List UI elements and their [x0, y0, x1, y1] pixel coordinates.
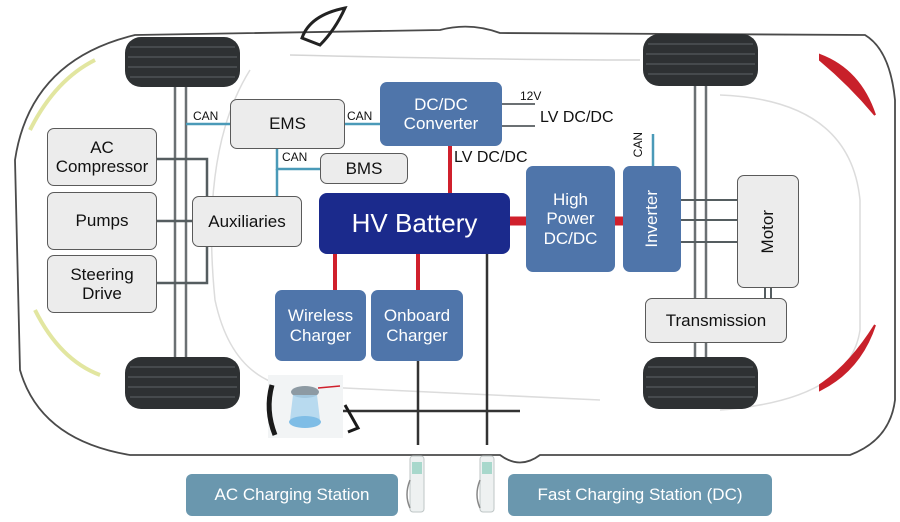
high-power-dcdc-box: High Power DC/DC: [526, 166, 615, 272]
dc-charging-station-box: Fast Charging Station (DC): [508, 474, 772, 516]
taillight-bottom-icon: [819, 324, 876, 392]
ac-charger-kiosk-icon: [406, 455, 425, 513]
headlight-front-icon: [28, 58, 96, 131]
ac-charging-station-label: AC Charging Station: [214, 485, 370, 505]
dcdc-converter-label-2: Converter: [403, 114, 479, 133]
can-label-right: CAN: [347, 109, 373, 123]
motor-box: Motor: [737, 175, 799, 288]
can-label-bms: CAN: [282, 150, 308, 164]
steering-drive-box: Steering Drive: [47, 255, 157, 313]
steering-label-2: Drive: [82, 284, 122, 303]
wireless-charger-box: Wireless Charger: [275, 290, 366, 361]
can-label-left: CAN: [193, 109, 219, 123]
wireless-charging-pad-image: [266, 375, 361, 438]
pumps-box: Pumps: [47, 192, 157, 250]
lv-output-lines: [502, 103, 535, 127]
wheel-rear-right: [643, 357, 758, 409]
dcdc-converter-label-1: DC/DC: [414, 94, 468, 114]
ac-compressor-label-1: AC: [90, 137, 114, 157]
inverter-label: Inverter: [642, 190, 662, 248]
car-inner-contour: [210, 69, 601, 401]
inverter-motor-lines: [681, 199, 772, 298]
bms-label: BMS: [345, 158, 383, 178]
dc-charger-kiosk-icon: [476, 455, 495, 513]
taillight-top-icon: [819, 53, 876, 116]
high-power-label-1: High: [553, 190, 588, 210]
pumps-label: Pumps: [75, 211, 129, 231]
onboard-charger-label-1: Onboard: [383, 306, 451, 326]
onboard-charger-box: Onboard Charger: [371, 290, 463, 361]
onboard-charger-label-2: Charger: [386, 325, 448, 345]
12v-label: 12V: [520, 89, 542, 103]
headlight-rear-icon: [33, 309, 101, 377]
transmission-box: Transmission: [645, 298, 787, 343]
steering-label-1: Steering: [70, 264, 134, 284]
dc-charging-station-label: Fast Charging Station (DC): [537, 485, 743, 505]
wheel-front-right: [643, 34, 758, 86]
wireless-charger-label-1: Wireless: [287, 306, 354, 326]
high-power-label-2: Power: [546, 209, 595, 229]
bms-box: BMS: [320, 153, 408, 184]
lv-dcdc-label-below: LV DC/DC: [454, 149, 528, 166]
high-power-label-3: DC/DC: [543, 228, 598, 248]
can-label-inverter: CAN: [631, 132, 645, 158]
ems-box: EMS: [230, 99, 345, 149]
wheel-rear-left: [125, 357, 240, 409]
auxiliaries-box: Auxiliaries: [192, 196, 302, 247]
ems-label: EMS: [269, 114, 306, 134]
auxiliary-connections: [157, 157, 209, 285]
car-body-outline: [14, 25, 896, 464]
lv-dcdc-label-right: LV DC/DC: [540, 109, 614, 126]
charging-cables: [340, 254, 520, 445]
hv-power-lines: [333, 146, 623, 290]
car-inner-contour-right: [719, 94, 861, 411]
ac-compressor-box: AC Compressor: [47, 128, 157, 186]
wheel-front-left: [125, 37, 240, 87]
side-mirror-icon: [300, 5, 348, 47]
wireless-charger-label-2: Charger: [289, 325, 352, 345]
inverter-box: Inverter: [623, 166, 681, 272]
can-bus-lines: [186, 122, 655, 196]
ac-charging-station-box: AC Charging Station: [186, 474, 398, 516]
dcdc-converter-box: DC/DC Converter: [380, 82, 502, 146]
transmission-label: Transmission: [665, 310, 767, 330]
hv-battery-label: HV Battery: [351, 207, 478, 238]
hv-battery-box: HV Battery: [319, 193, 510, 254]
car-windshield-line: [289, 54, 641, 61]
ac-compressor-label-2: Compressor: [55, 157, 149, 176]
auxiliaries-label: Auxiliaries: [208, 211, 286, 231]
motor-label: Motor: [758, 209, 778, 254]
